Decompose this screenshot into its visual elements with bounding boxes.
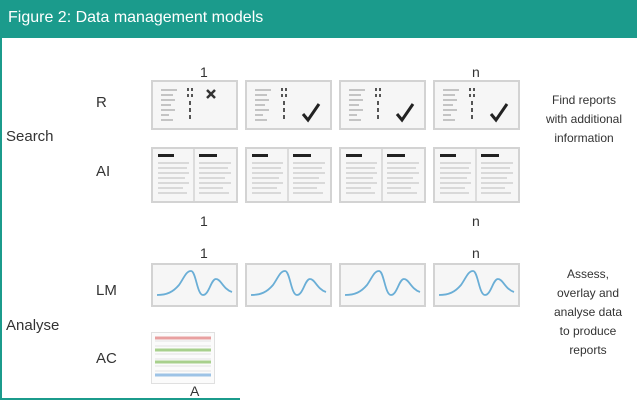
line-chart-thumbnail-graphic [156, 270, 233, 296]
search-label: Search [6, 128, 54, 145]
line-chart-thumbnail [245, 263, 332, 307]
overlay-thumbnail-graphic [155, 336, 211, 377]
cross-icon [206, 89, 216, 99]
analyse-description-line: analyse data [553, 305, 623, 319]
figure-title: Figure 2: Data management models [8, 9, 264, 26]
report-thumbnail [339, 80, 426, 130]
analyse-top-first-index: 1 [200, 245, 208, 261]
search-description-line: information [554, 131, 614, 145]
check-icon [489, 103, 509, 123]
frame-bottom-border [0, 398, 240, 400]
document-thumbnail-graphic [158, 149, 231, 201]
document-thumbnail-graphic [440, 149, 513, 201]
line-chart-thumbnail [151, 263, 238, 307]
analyse-bottom-label: A [190, 383, 200, 399]
line-chart-thumbnail [339, 263, 426, 307]
analyse-description-line: to produce [559, 324, 617, 338]
line-chart-thumbnail-graphic [438, 270, 515, 296]
analyse-label: Analyse [6, 317, 60, 334]
line-chart-thumbnail-graphic [250, 270, 327, 296]
report-thumbnail-graphic [161, 88, 216, 121]
line-chart-thumbnail [433, 263, 520, 307]
row-lm-label: LM [96, 282, 117, 299]
row-ac-label: AC [96, 350, 117, 367]
document-thumbnail-graphic [346, 149, 419, 201]
report-thumbnail-graphic [443, 88, 509, 123]
report-thumbnail-graphic [349, 88, 415, 123]
figure-header: Figure 2: Data management models [0, 0, 637, 38]
search-description: Find reports with additional information [532, 91, 636, 148]
row-ai-label: AI [96, 163, 111, 180]
search-description-line: with additional [545, 112, 623, 126]
document-thumbnail [339, 147, 426, 203]
report-thumbnail-graphic [255, 88, 321, 123]
search-description-line: Find reports [551, 93, 617, 107]
report-thumbnail [151, 80, 238, 130]
analyse-description-line: overlay and [556, 286, 620, 300]
document-thumbnail [433, 147, 520, 203]
line-chart-thumbnail-graphic [344, 270, 421, 296]
document-thumbnail [151, 147, 238, 203]
row-r-label: R [96, 94, 107, 111]
analyse-description: Assess, overlay and analyse data to prod… [540, 265, 636, 360]
search-top-last-index: n [472, 64, 480, 80]
check-icon [395, 103, 415, 123]
overlay-thumbnail [151, 332, 215, 384]
analyse-description-line: Assess, [566, 267, 609, 281]
report-thumbnail [433, 80, 520, 130]
document-thumbnail-graphic [252, 149, 325, 201]
check-icon [301, 103, 321, 123]
analyse-top-last-index: n [472, 245, 480, 261]
analyse-description-line: reports [569, 343, 607, 357]
search-bottom-first-index: 1 [200, 213, 208, 229]
report-thumbnail [245, 80, 332, 130]
document-thumbnail [245, 147, 332, 203]
search-bottom-last-index: n [472, 213, 480, 229]
search-top-first-index: 1 [200, 64, 208, 80]
frame-left-border [0, 38, 2, 400]
